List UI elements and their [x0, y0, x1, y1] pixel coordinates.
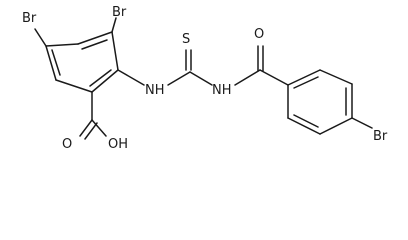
chain-bond	[117, 69, 145, 86]
chemical-structure: Br Br S O NH NH O OH Br	[22, 5, 388, 152]
sulfur-label: S	[182, 32, 190, 47]
acid-carbonyl	[84, 122, 98, 140]
acid-oh-bond	[91, 119, 107, 137]
br-bond	[351, 117, 373, 129]
ring2-bond	[287, 117, 321, 135]
nh-label: NH	[212, 83, 232, 98]
br-bond	[111, 17, 117, 33]
ring2-double-bond	[293, 76, 319, 89]
oxygen-label: O	[62, 137, 72, 152]
nh-label: NH	[145, 83, 165, 98]
chain-bond	[234, 69, 261, 86]
hydroxyl-label: OH	[108, 137, 128, 152]
chain-bond	[259, 69, 289, 86]
bonds	[34, 17, 373, 140]
chain-bond	[167, 71, 191, 86]
acid-carbonyl	[79, 119, 93, 137]
ring1-double-bond	[81, 39, 108, 50]
bromine-label: Br	[112, 5, 127, 20]
chain-bond	[189, 71, 213, 86]
ring1-bond	[45, 43, 79, 47]
ring1-bond	[45, 45, 57, 81]
ring1-bond	[77, 31, 113, 45]
bromine-label: Br	[373, 129, 388, 144]
atom-labels: Br Br S O NH NH O OH Br	[22, 5, 388, 152]
ring1-bond	[111, 31, 119, 71]
ring1-double-bond	[89, 69, 112, 87]
structure-canvas: Br Br S O NH NH O OH Br	[22, 5, 388, 152]
ring1-bond	[55, 79, 93, 93]
ring2-bond	[319, 69, 353, 85]
ring1-double-bond	[51, 49, 61, 76]
ring2-bond	[319, 117, 353, 135]
ring2-bond	[287, 69, 321, 86]
ring2-double-bond	[293, 114, 319, 128]
oxygen-label: O	[254, 27, 264, 42]
br-bond	[34, 28, 47, 47]
bromine-label: Br	[22, 11, 37, 26]
ring1-bond	[91, 69, 119, 93]
